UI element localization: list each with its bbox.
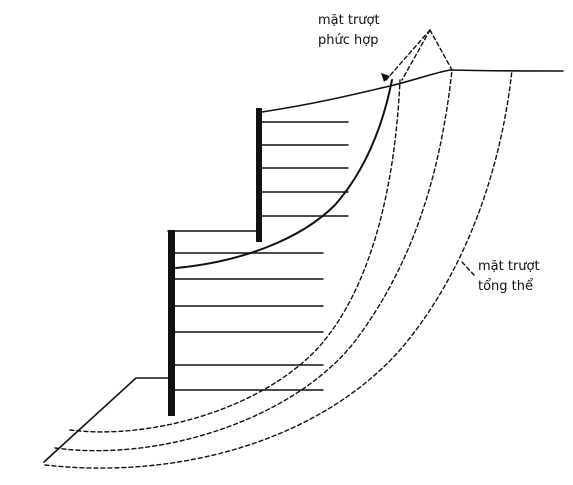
compound-slip-label-line2: phức hợp [318, 33, 378, 48]
ground-surface-line [261, 69, 564, 113]
lower-wall-reinforcement [174, 252, 324, 391]
toe-ground-line [43, 377, 169, 463]
upper-wall-reinforcement [261, 121, 349, 217]
slip-surface-middle [54, 69, 453, 452]
compound-slip-label-line1: mặt trượt [318, 13, 380, 28]
slip-surface-inner [69, 79, 401, 433]
global-slip-label-line2: tổng thể [478, 279, 533, 294]
lower-wall [168, 230, 175, 416]
upper-wall [256, 108, 262, 242]
leader-line [385, 29, 431, 81]
compound-label-leaders [381, 29, 453, 82]
leader-line [429, 29, 453, 71]
global-slip-label-line1: mặt trượt [478, 259, 540, 274]
global-label-leader [461, 261, 475, 276]
compound-slip-surface [175, 79, 393, 269]
leader-line [401, 29, 431, 81]
slip-surface-global [44, 69, 513, 469]
arrowhead-icon [381, 73, 390, 82]
